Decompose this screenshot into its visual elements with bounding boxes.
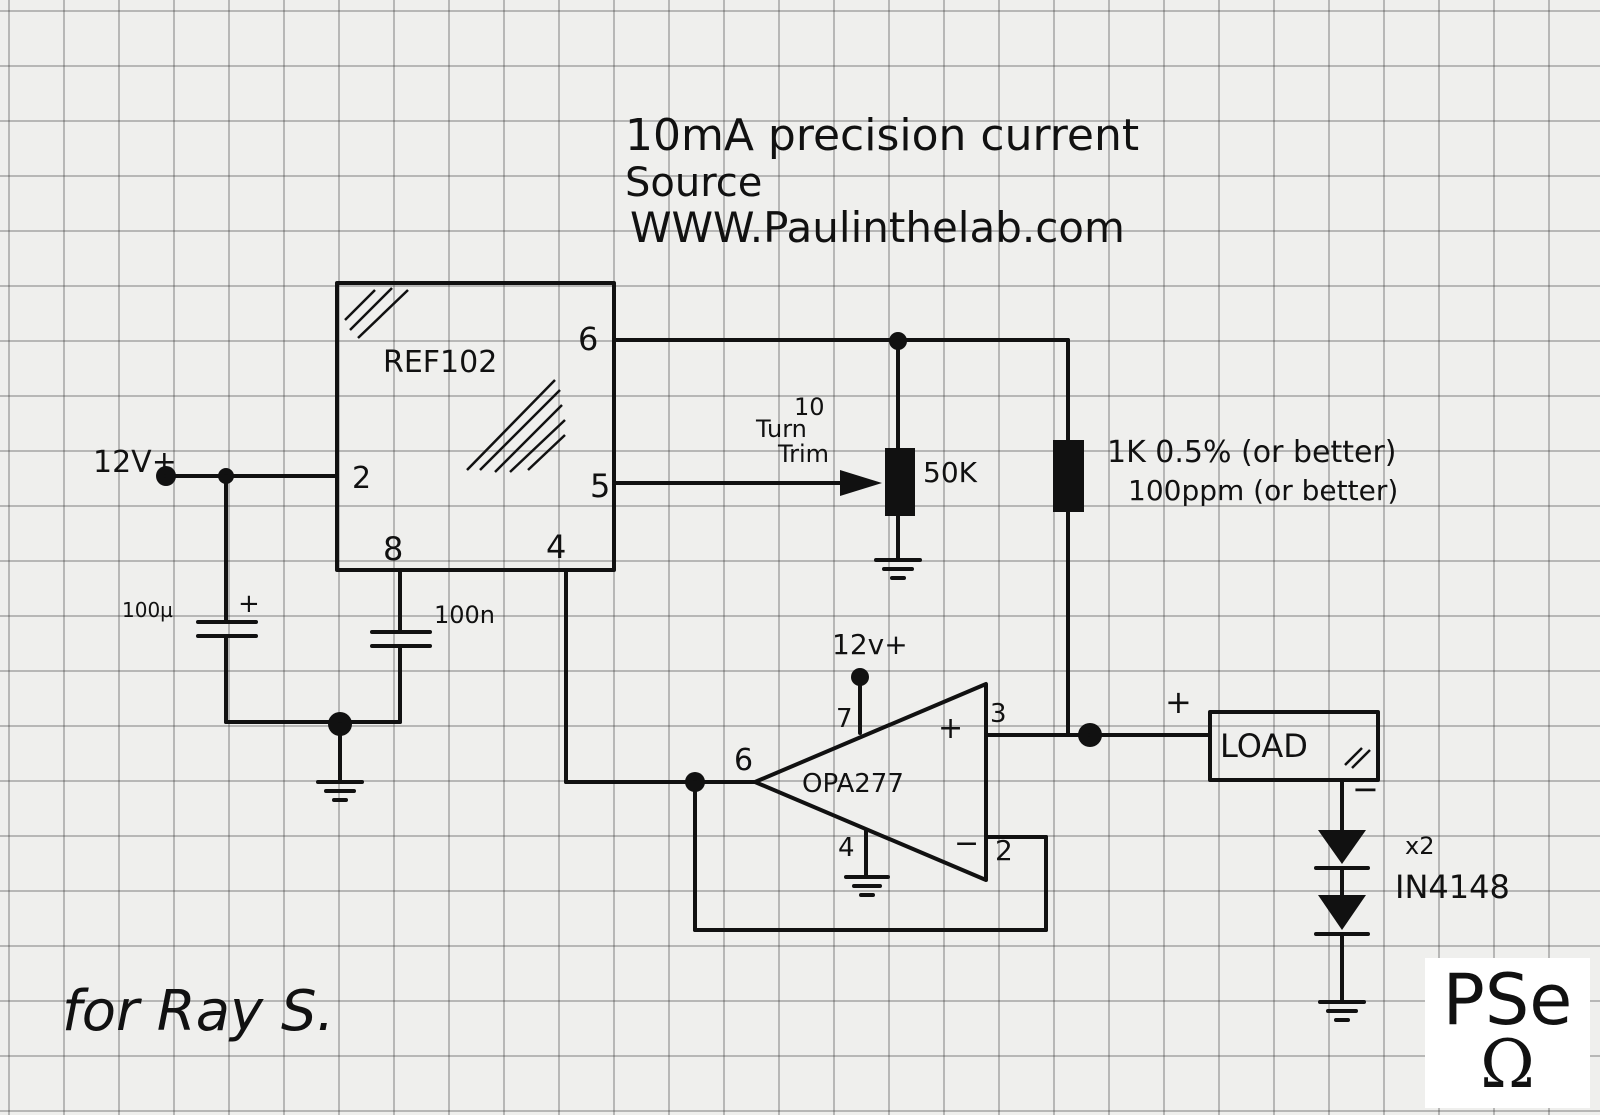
title-url: WWW.Paulinthelab.com	[630, 203, 1125, 252]
wiper-arrow-icon	[840, 470, 882, 496]
ref102-pin-5: 5	[590, 467, 610, 505]
load-label: LOAD	[1220, 727, 1308, 765]
pse-logo: PSe Ω	[1425, 958, 1590, 1108]
ref102-outline	[335, 281, 616, 572]
trimmer-body	[885, 448, 915, 516]
ref102-pin-4: 4	[546, 528, 566, 566]
trimmer-50k: 50K 10 Turn Trim	[612, 393, 978, 580]
diode-part: IN4148	[1395, 868, 1510, 906]
resistor-spec-2: 100ppm (or better)	[1128, 474, 1398, 507]
opamp-triangle	[753, 682, 988, 882]
opa277: OPA277 12v+ 7 4 6 3 2 + −	[734, 628, 1102, 897]
opamp-minus-sign: −	[954, 826, 979, 861]
ref102-label: REF102	[383, 345, 497, 380]
resistor-1k: 1K 0.5% (or better) 100ppm (or better)	[1053, 435, 1398, 737]
title-line-1: 10mA precision current	[625, 110, 1139, 161]
load-plus: +	[1165, 683, 1192, 721]
opamp-pin-7: 7	[836, 704, 853, 734]
opamp-supply-label: 12v+	[832, 628, 908, 661]
diode-count: x2	[1405, 832, 1434, 860]
ref102-pin-8: 8	[383, 530, 403, 568]
cap-100u-value: 100µ	[122, 598, 173, 622]
trimmer-value: 50K	[923, 456, 978, 489]
opamp-pin-6: 6	[734, 743, 753, 778]
cap-100n-value: 100n	[434, 601, 495, 629]
diode-2-icon	[1318, 895, 1366, 930]
load-box	[1208, 710, 1380, 782]
omega-icon: Ω	[1480, 1026, 1535, 1103]
cap-100n: 100n	[370, 568, 495, 724]
supply-input: 12V+	[93, 445, 339, 486]
ground-sense-wire	[564, 568, 1048, 932]
ref102-chip: REF102 6 2 5 8 4	[335, 281, 616, 572]
trimmer-note-3: Trim	[777, 440, 829, 468]
vref-bus	[612, 332, 1070, 450]
cap-100u-plus: +	[238, 589, 260, 619]
opamp-pin-4: 4	[838, 833, 855, 863]
opamp-plus-sign: +	[938, 711, 963, 746]
resistor-spec-1: 1K 0.5% (or better)	[1107, 435, 1397, 470]
opamp-pin-3: 3	[990, 699, 1007, 729]
trimmer-note-2: Turn	[755, 415, 807, 443]
load-minus: −	[1352, 770, 1379, 808]
diodes: x2 IN4148	[1314, 778, 1510, 1022]
ref102-pin-2: 2	[352, 461, 371, 496]
load: LOAD + −	[1088, 683, 1380, 808]
logo-text: PSe	[1442, 959, 1573, 1041]
opamp-label: OPA277	[802, 769, 904, 799]
ground-caps	[224, 712, 402, 802]
cap-100u: 100µ +	[122, 474, 260, 724]
dedication: for Ray S.	[62, 979, 334, 1044]
ref102-pin-6: 6	[578, 320, 598, 358]
diode-1-icon	[1318, 830, 1366, 864]
trimmer-note-1: 10	[794, 393, 825, 421]
title-line-2: Source	[625, 160, 762, 206]
resistor-body	[1053, 440, 1084, 512]
opamp-pin-2: 2	[995, 834, 1013, 867]
